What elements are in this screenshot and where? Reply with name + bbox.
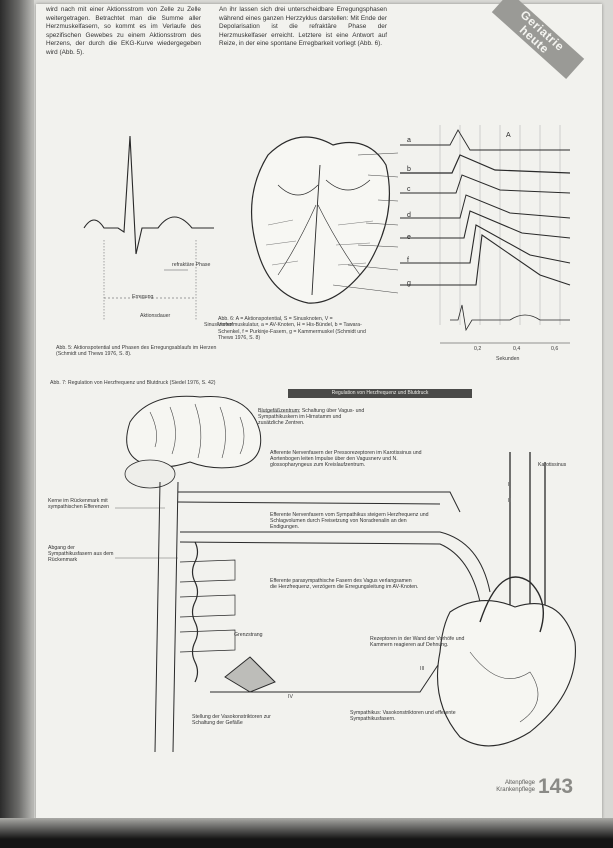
nerve-box-5: Rezeptoren in der Wand der Vorhöfe und K… — [370, 636, 465, 649]
curve-letter-e: e — [407, 234, 411, 241]
nerve-box-4: Efferente parasympathische Fasern des Va… — [270, 578, 419, 591]
time-axis-label: Sekunden — [496, 356, 520, 362]
journal-name: Altenpflege Krankenpflege — [496, 780, 535, 793]
ecg-label-sinus: Sinusknoten — [204, 322, 233, 328]
caption-nerve: Abb. 7: Regulation von Herzfrequenz und … — [50, 380, 216, 386]
aortic-arch — [479, 576, 544, 633]
bottom-shadow — [0, 818, 613, 848]
heart-outline — [251, 136, 391, 304]
sympathetic-chain — [191, 541, 199, 683]
roman-numeral-2: II — [508, 498, 511, 504]
ecg-figure — [83, 135, 214, 320]
body-text-left: wird nach mit einer Aktionsstrom von Zel… — [46, 6, 201, 56]
brain-outline — [126, 395, 262, 469]
nerve-left-label-2: Abgang der Sympathikusfasern aus dem Rüc… — [48, 545, 114, 564]
curve-letter-b: b — [407, 166, 411, 173]
cerebellum — [124, 459, 176, 489]
heart-valve-right — [325, 179, 371, 191]
ecg-label-excitation: Erregung — [132, 294, 154, 300]
curve-c — [400, 174, 571, 194]
curve-d — [400, 194, 571, 219]
brain-folds — [149, 403, 245, 459]
ecg-mini-trace — [450, 304, 570, 332]
ecg-label-duration: Aktionsdauer — [140, 313, 171, 319]
chain-label: Grenzstrang — [234, 632, 263, 638]
curve-letter-g: g — [407, 280, 411, 287]
roman-numeral-4: IV — [288, 694, 293, 700]
nerve-box-6: Sympathikus: Vasokonstriktoren und effer… — [350, 710, 456, 723]
curve-a — [400, 129, 570, 151]
carotid-label: Karotissinus — [538, 462, 567, 468]
curve-top-letter: A — [506, 132, 511, 139]
curve-b — [400, 154, 571, 174]
action-potential-curves — [400, 125, 571, 344]
curve-letter-f: f — [407, 257, 409, 264]
heart-leader-lines — [332, 152, 399, 294]
heart-illustration — [251, 136, 399, 304]
curve-letter-d: d — [407, 212, 411, 219]
chain-note: Stellung der Vasokonstriktoren zur Schal… — [192, 714, 271, 727]
curve-f — [400, 224, 571, 264]
time-tick-2: 0,4 — [513, 346, 521, 352]
vasoconstrictor-node — [224, 656, 276, 693]
caption-ecg: Abb. 5: Aktionspotential und Phasen des … — [56, 345, 217, 358]
heart-inner-vessels — [469, 651, 539, 723]
conduction-bundle — [277, 204, 361, 276]
roman-numeral-1: I — [508, 482, 510, 488]
page-number: 143 — [538, 775, 574, 798]
heart-lower — [437, 600, 577, 747]
curve-letter-c: c — [407, 186, 411, 193]
nerve-figure-banner: Regulation von Herzfrequenz und Blutdruc… — [288, 389, 472, 398]
time-tick-3: 0,6 — [551, 346, 559, 352]
vertebra-outlines — [179, 559, 236, 653]
nerve-box-1: Blutgefäßzentrum: Schaltung über Vagus- … — [258, 408, 365, 427]
caption-heart: Abb. 6: A = Aktionspotential, S = Sinusk… — [218, 316, 366, 342]
nerve-box-3: Efferente Nervenfasern vom Sympathikus s… — [270, 512, 429, 531]
roman-numeral-3: III — [420, 666, 425, 672]
curve-grid — [439, 125, 561, 325]
heart-valve-left — [277, 184, 319, 196]
heart-septum — [311, 164, 321, 296]
heart-muscle-hatch — [265, 219, 374, 266]
nerve-left-label-1: Kerne im Rückenmark mit sympathischen Ef… — [48, 498, 110, 511]
spinal-cord — [154, 481, 179, 753]
nerve-box-2: Afferente Nervenfasern der Pressorezepto… — [270, 450, 422, 469]
curve-letter-a: a — [407, 137, 411, 144]
body-text-right: An ihr lassen sich drei unterscheidbare … — [219, 6, 387, 48]
ecg-label-refractory: refraktäre Phase — [172, 262, 211, 268]
book-spine-shadow — [0, 0, 34, 848]
ecg-trace — [83, 135, 214, 255]
nerve-regulation-figure — [115, 395, 577, 753]
curve-g — [400, 234, 571, 286]
efferent-nerve-paths — [177, 491, 491, 693]
curve-e — [400, 210, 571, 239]
time-tick-1: 0,2 — [474, 346, 482, 352]
